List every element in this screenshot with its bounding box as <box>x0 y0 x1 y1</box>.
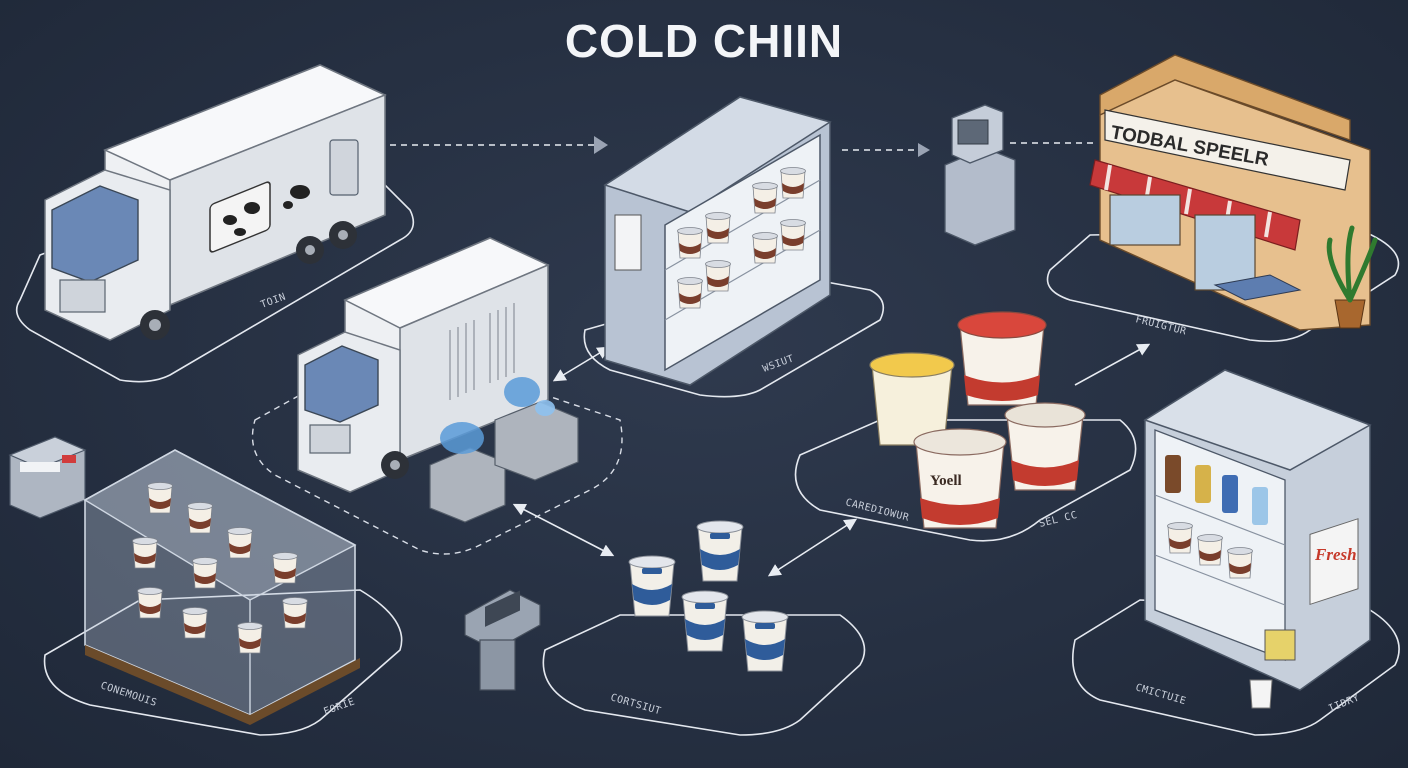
arrow-head-fridge <box>918 143 930 157</box>
display-fridge <box>603 96 832 386</box>
storefront: TODBAL SPEELR <box>1089 54 1378 331</box>
platform-tubs <box>542 614 866 736</box>
fridge-tag: Fresh <box>1314 545 1357 564</box>
plant-icon <box>1326 225 1378 329</box>
glass-showcase <box>83 449 360 725</box>
label-showcase-2: FORIE <box>322 696 356 717</box>
ice-cream-tubs <box>628 520 789 672</box>
platform-store <box>1046 229 1400 343</box>
cow-print-panel <box>209 181 310 253</box>
platform-yogurt <box>794 419 1137 542</box>
arrow-yogurt-store <box>1074 343 1151 386</box>
diagram-title: COLD CHIIN <box>564 15 844 67</box>
retail-fridge: Fresh <box>1143 369 1372 709</box>
label-showcase: CONEMOUIS <box>99 680 158 709</box>
arrow-truck-tubs <box>512 503 615 557</box>
yogurt-cups: Yoell <box>869 311 1086 529</box>
platform-retail-fridge <box>1071 599 1400 736</box>
kiosk <box>944 104 1016 246</box>
dashed-outlines <box>251 379 623 555</box>
label-tubs: CORTSIUT <box>609 692 662 717</box>
crates <box>429 377 579 523</box>
arrow-head-truck <box>594 136 608 154</box>
arrow-tubs-yogurt <box>767 518 858 577</box>
control-box <box>8 436 87 519</box>
platform-truck-small <box>251 379 623 555</box>
label-storefront: FRUIGTUR <box>1134 314 1188 337</box>
cup-brand: Yoell <box>930 473 962 489</box>
arrow-truck-fridge <box>552 346 611 382</box>
truck-small <box>297 237 550 493</box>
truck-large <box>44 64 387 341</box>
label-retail-fridge: CMICTUIE <box>1134 682 1187 707</box>
platform-showcase <box>43 589 403 736</box>
flow-arrows <box>390 136 1151 577</box>
label-yogurt-display-2: SEL CC <box>1038 510 1079 530</box>
payment-terminal <box>464 589 541 691</box>
label-retail-fridge-2: IIDRY <box>1327 692 1361 714</box>
